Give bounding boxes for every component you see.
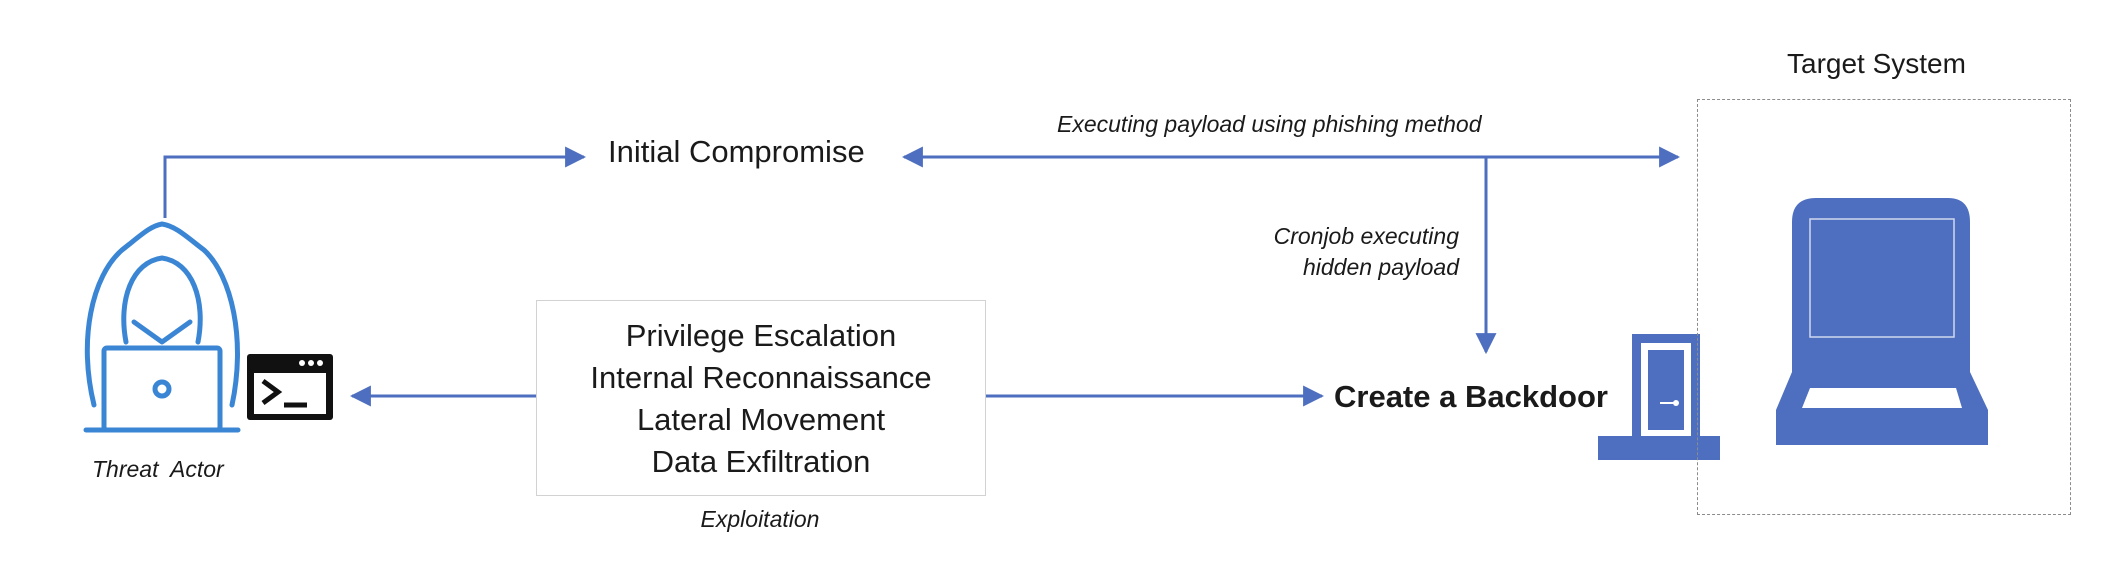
actor-to-compromise-arrow: [163, 146, 587, 218]
cronjob-arrow: [1463, 155, 1497, 355]
target-system-frame: [1697, 99, 2071, 515]
list-item: Data Exfiltration: [651, 444, 871, 479]
cronjob-line-1: Cronjob executing: [1273, 223, 1459, 249]
list-item: Privilege Escalation: [625, 318, 897, 353]
list-item: Internal Reconnaissance: [590, 360, 932, 395]
initial-compromise-label: Initial Compromise: [608, 134, 865, 169]
phishing-edge-label: Executing payload using phishing method: [1057, 111, 1482, 137]
laptop-icon: [1776, 198, 1988, 445]
target-system-title: Target System: [1787, 48, 1966, 79]
terminal-icon: [247, 354, 333, 420]
exploitation-caption: Exploitation: [700, 506, 820, 532]
cronjob-line-2: hidden payload: [1302, 254, 1459, 280]
cronjob-edge-label: Cronjob executing hidden payload: [1240, 221, 1459, 283]
threat-actor-label: Threat Actor: [92, 456, 224, 482]
hacker-icon: [83, 221, 241, 433]
list-item: Lateral Movement: [636, 402, 886, 437]
exploitation-list: Privilege Escalation Internal Reconnaiss…: [537, 315, 985, 483]
door-icon: [1598, 334, 1720, 460]
exploitation-box: Privilege Escalation Internal Reconnaiss…: [536, 300, 986, 496]
create-backdoor-label: Create a Backdoor: [1334, 379, 1608, 414]
